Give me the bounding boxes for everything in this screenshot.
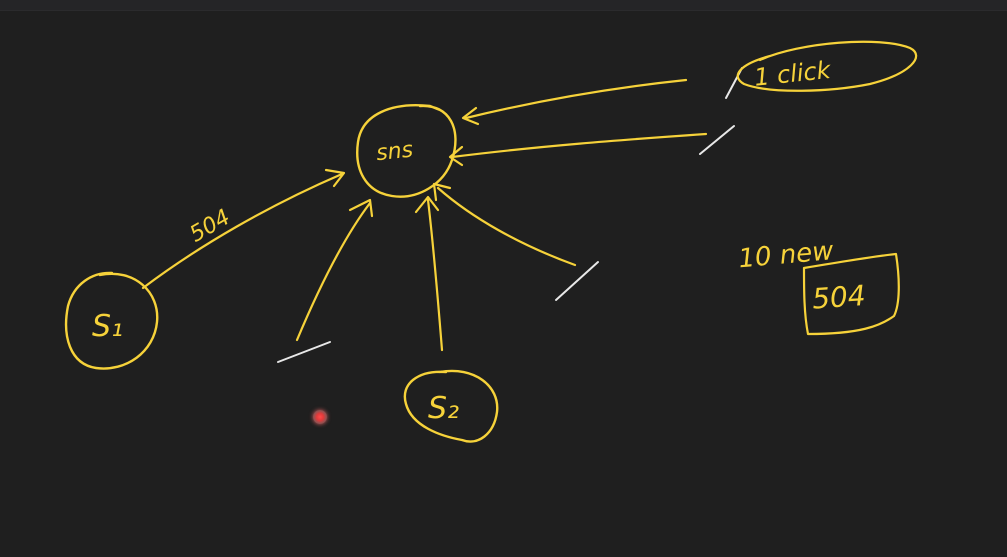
arrow-right-to-hub [450,132,708,159]
arrow-click-to-hub [464,78,688,120]
white-stroke-lower-right [555,261,599,301]
arrow-lower-right-to-hub [436,186,577,267]
arrow-right-to-hub-head [448,145,464,167]
boxed-value: 504 [811,279,867,316]
hub-circle [356,104,457,198]
source-2-circle [403,369,499,443]
hub-label: sns [375,138,414,167]
source-1-circle [64,271,159,370]
click-note: 1 click [753,56,833,92]
white-stroke-lower-left [277,341,331,363]
boxed-value-box [802,252,900,336]
arrow-lower-left-to-hub [295,201,372,342]
arrow-click-to-hub-head [461,106,480,126]
arrow-s1-to-hub [141,172,344,290]
arrow-s2-to-hub-head [414,195,440,214]
source-1-label: S₁ [92,309,123,344]
top-toolbar-strip [0,0,1007,11]
arrow-lower-right-to-hub-head [432,182,452,202]
laser-pointer-cursor [313,410,327,424]
arrow-s2-to-hub [426,198,444,352]
white-stroke-upper-right [699,125,735,155]
source-2-label: S₂ [428,391,459,426]
side-note: 10 new [737,236,835,274]
arrow-s1-to-hub-head [324,168,346,188]
click-note-ellipse [736,40,918,92]
arrow-lower-left-to-hub-head [348,198,374,218]
